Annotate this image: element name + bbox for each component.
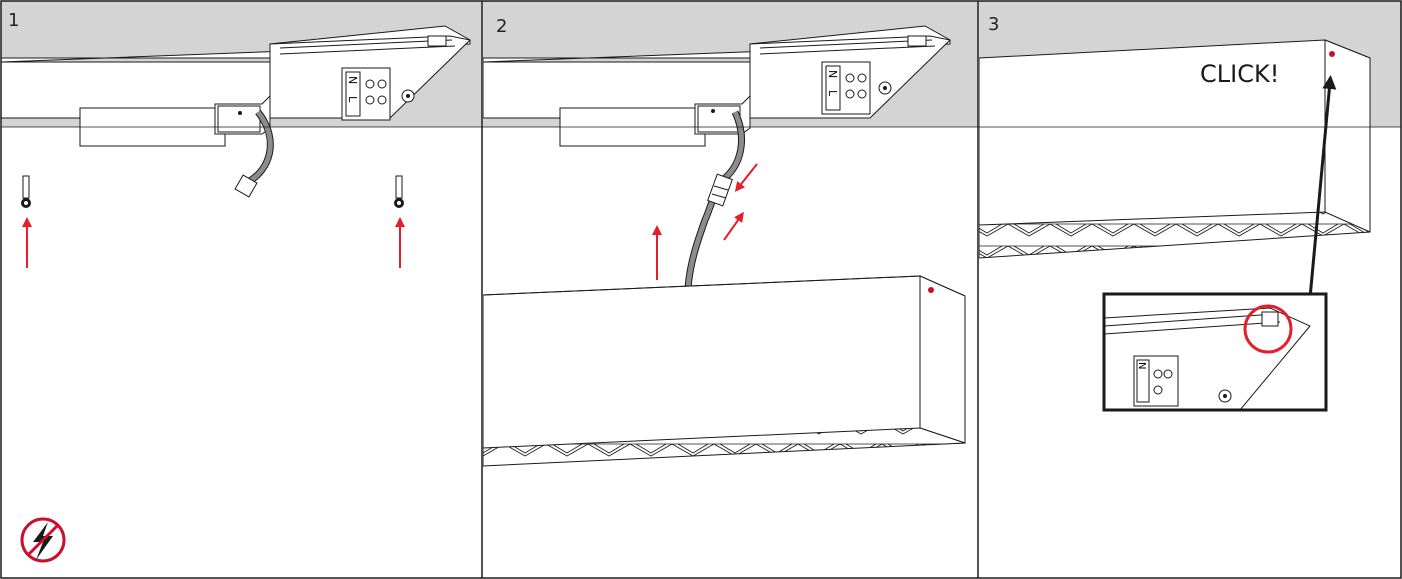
screw-right	[394, 175, 404, 208]
terminal-label-n: N	[826, 70, 839, 78]
terminal-label-n: N	[346, 76, 359, 84]
click-callout: CLICK!	[1200, 60, 1279, 88]
terminal-label-l: L	[346, 96, 359, 103]
step-2-panel: N L	[483, 1, 978, 467]
step-1-panel: N L	[1, 1, 482, 563]
connected-cable	[684, 110, 746, 289]
marker-dot	[928, 287, 934, 293]
track-rail	[483, 25, 952, 119]
step-number-1: 1	[8, 10, 19, 31]
luminaire-mounted	[979, 39, 1371, 259]
click-highlight	[1243, 304, 1293, 354]
terminal-block: N L	[341, 67, 415, 121]
push-arrow-upper	[734, 163, 758, 192]
terminal-label-n: N	[1136, 362, 1147, 369]
detail-inset: N	[1102, 292, 1328, 412]
no-power-icon	[20, 517, 66, 563]
luminaire	[483, 275, 966, 467]
step-number-2: 2	[496, 16, 507, 37]
terminal-label-l: L	[826, 90, 839, 97]
step-number-3: 3	[988, 14, 999, 35]
power-cable	[234, 109, 274, 198]
screw-left	[21, 175, 31, 208]
push-arrow-lower	[723, 211, 744, 241]
pointer-arrow	[1308, 75, 1337, 299]
marker-dot	[1329, 51, 1335, 57]
terminal-block: N L	[821, 61, 892, 115]
step-3-panel: CLICK! N	[979, 1, 1401, 412]
